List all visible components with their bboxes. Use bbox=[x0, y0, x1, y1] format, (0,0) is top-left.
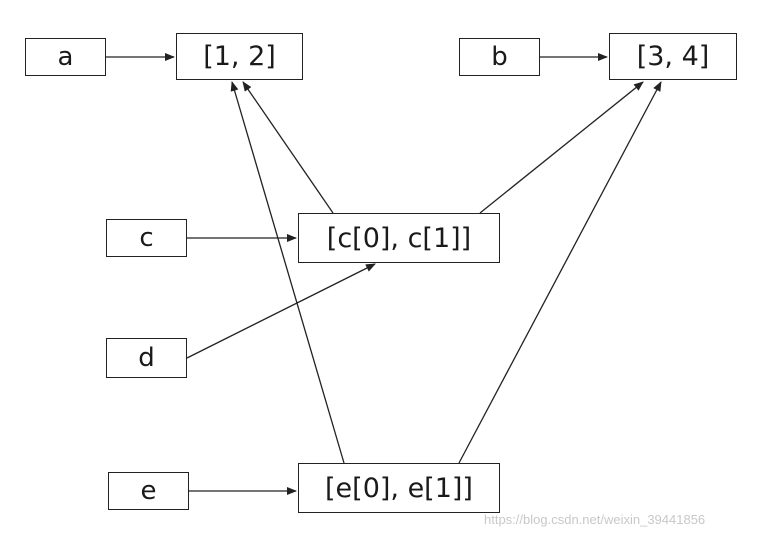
variable-a-box: a bbox=[25, 38, 106, 76]
watermark-url: https://blog.csdn.net/weixin_39441856 bbox=[484, 512, 706, 527]
list-c-box: [c[0], c[1]] bbox=[298, 213, 500, 263]
variable-e-box: e bbox=[108, 472, 189, 510]
arrow-list-e-to-list-1-2 bbox=[230, 81, 345, 464]
list-3-4-box: [3, 4] bbox=[609, 33, 737, 80]
list-e-box: [e[0], e[1]] bbox=[298, 463, 500, 513]
arrow-d-to-list-c bbox=[186, 263, 376, 359]
variable-b-box: b bbox=[459, 38, 540, 76]
arrow-list-c-to-list-1-2 bbox=[242, 81, 334, 214]
arrow-list-e-to-list-3-4 bbox=[458, 81, 662, 464]
variable-c-box: c bbox=[106, 219, 187, 257]
variable-d-box: d bbox=[106, 338, 187, 378]
list-1-2-box: [1, 2] bbox=[176, 33, 303, 80]
arrow-list-c-to-list-3-4 bbox=[479, 81, 644, 214]
